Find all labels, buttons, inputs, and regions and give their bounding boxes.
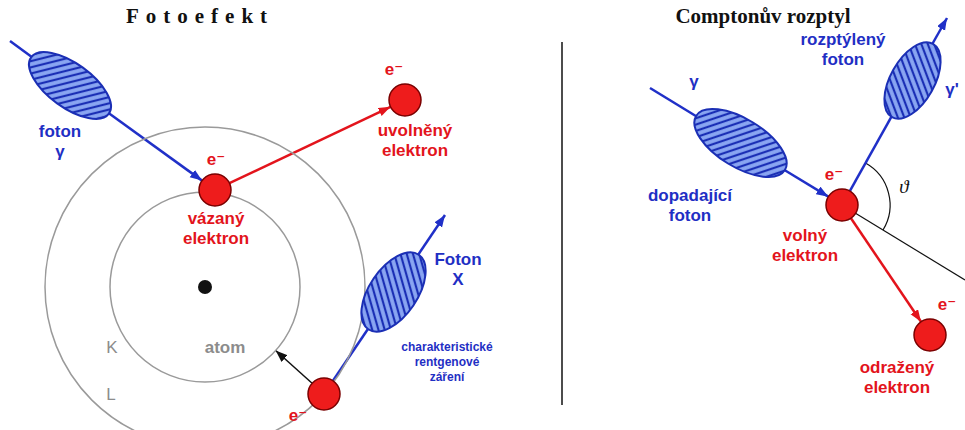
section-title: Comptonův rozptyl — [675, 4, 850, 28]
angle-arc — [866, 163, 891, 230]
electron-symbol: e⁻ — [385, 60, 403, 80]
photon-shape — [683, 95, 797, 190]
photon-label: foton γ — [39, 122, 81, 161]
photon-ellipse-outline — [26, 49, 114, 122]
shell-letter: K — [106, 338, 117, 358]
electron-symbol: e⁻ — [207, 150, 225, 170]
electron-label: uvolněný elektron — [378, 121, 453, 160]
electron-shape — [308, 378, 340, 410]
angle-symbol: ϑ — [899, 176, 908, 198]
electron-arrow — [851, 218, 921, 322]
electron-label: odražený elektron — [860, 358, 935, 397]
photon-ellipse: γdopadající foton — [691, 106, 790, 180]
photon-label: Foton X — [434, 250, 481, 289]
photon-arrow — [850, 117, 892, 191]
electron-shape — [914, 319, 946, 351]
electron-label: vázaný elektron — [183, 209, 249, 248]
electron-dot-outline — [306, 376, 342, 412]
photon-label: rozptýlený foton — [800, 30, 885, 69]
photon-symbol: γ — [689, 72, 698, 92]
connector-group — [109, 107, 921, 383]
electron-dot: e⁻volný elektron — [824, 187, 860, 223]
photon-arrow — [784, 170, 828, 197]
electron-dot-outline — [824, 187, 860, 223]
electron-symbol: e⁻ — [289, 406, 307, 426]
nucleus-dot — [198, 280, 212, 294]
direction-line — [842, 205, 965, 280]
electron-symbol: e⁻ — [825, 165, 843, 185]
electron-dot: e⁻ — [306, 376, 342, 412]
shell-letter: L — [106, 385, 115, 405]
electron-dot: e⁻uvolněný elektron — [387, 82, 423, 118]
electron-shape — [389, 84, 421, 116]
electron-dot-outline — [197, 172, 233, 208]
photon-ellipse-outline — [881, 39, 944, 122]
photon-ellipse: Foton Xcharakteristické rentgenové zářen… — [358, 249, 429, 335]
photon-symbol: γ' — [945, 80, 959, 100]
shell-circle — [45, 127, 365, 430]
electron-shape — [199, 174, 231, 206]
shell-circle — [110, 192, 300, 382]
electron-symbol: e⁻ — [938, 295, 956, 315]
electron-dot-outline — [912, 317, 948, 353]
radiation-note: charakteristické rentgenové záření — [401, 340, 492, 385]
electron-label: volný elektron — [772, 226, 838, 265]
electron-dot-outline — [387, 82, 423, 118]
electron-dot: e⁻odražený elektron — [912, 317, 948, 353]
photon-ellipse-outline — [358, 249, 429, 335]
photon-ellipse-outline — [691, 106, 790, 180]
photon-label: dopadající foton — [648, 186, 732, 225]
electron-dot: e⁻vázaný elektron — [197, 172, 233, 208]
transition-arrow — [276, 351, 312, 384]
atom-label: atom — [205, 338, 246, 358]
section-title: Fotoefekt — [126, 4, 274, 28]
photon-shape — [18, 39, 122, 131]
photon-ellipse: rozptýlený fotonγ' — [881, 39, 944, 122]
photon-ellipse: foton γ — [26, 49, 114, 122]
photon-arrow — [109, 113, 202, 180]
electron-shape — [826, 189, 858, 221]
photon-shape — [348, 241, 438, 342]
electron-arrow — [229, 107, 390, 183]
divider-line — [561, 42, 563, 405]
